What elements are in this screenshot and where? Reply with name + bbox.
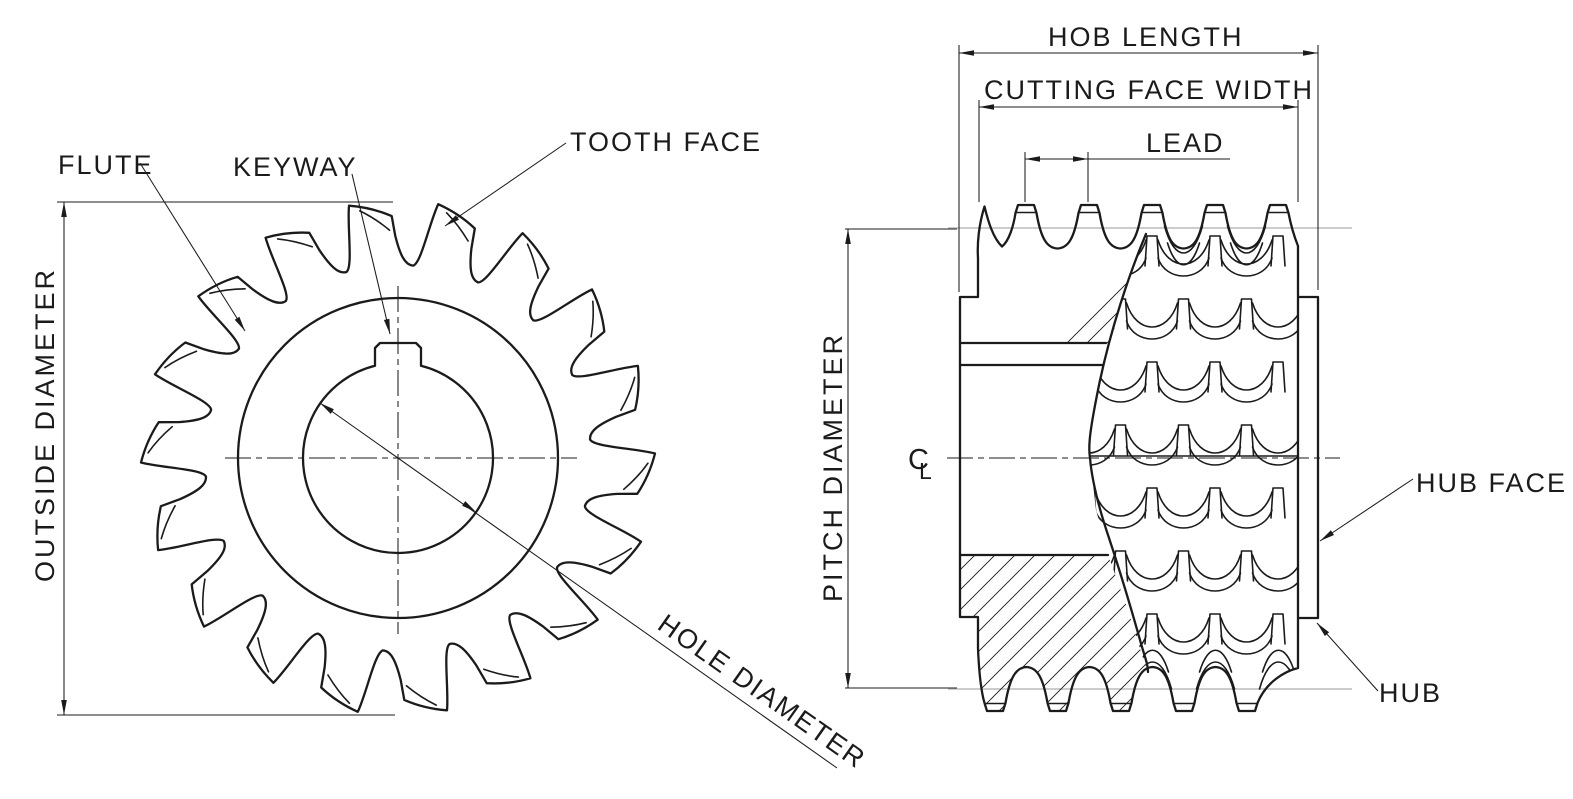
festoon-posts <box>1090 235 1298 645</box>
keyway-leader <box>351 173 391 335</box>
cutting-face-width-dimension <box>978 100 1299 202</box>
pitch-arrow-bottom <box>845 673 851 688</box>
bore-and-keyway <box>301 341 495 555</box>
hub-leader <box>1316 622 1379 692</box>
tooth-face-arrow <box>445 215 459 226</box>
flute-leader <box>139 162 246 332</box>
helical-teeth-pattern <box>1090 225 1298 690</box>
pitch-diameter-label: PITCH DIAMETER <box>818 332 848 602</box>
cfw-arrow-left <box>979 104 994 110</box>
front-view-arrowheads <box>61 202 476 715</box>
gear-outline <box>139 203 657 713</box>
centerline-symbol-l: L <box>919 458 932 484</box>
side-view-arrowheads <box>845 50 1334 688</box>
hob-length-dimension <box>958 45 1319 292</box>
hole-diameter-arrow-upper <box>320 403 334 414</box>
section-boundary-curve <box>1088 232 1150 674</box>
hub-arrow <box>1317 623 1330 636</box>
hub-face-label: HUB FACE <box>1416 468 1567 498</box>
tooth-face-label: TOOTH FACE <box>570 127 762 157</box>
pitch-diameter-dimension <box>845 228 957 689</box>
lead-arrow-left <box>1025 156 1040 162</box>
hole-diameter-line <box>319 402 838 769</box>
outside-diameter-label: OUTSIDE DIAMETER <box>30 267 60 582</box>
hob-body-outline <box>958 203 1300 713</box>
keyway-arrow <box>383 318 390 334</box>
tooth-facet-lines <box>147 210 649 706</box>
centerline-symbol-c: C <box>908 444 929 476</box>
keyway-label: KEYWAY <box>233 152 358 182</box>
festoon-clip <box>1090 225 1298 690</box>
tip-facet-lines <box>984 211 1289 705</box>
od-arrow-top <box>61 202 67 217</box>
outside-diameter-dimension <box>57 201 395 716</box>
cutting-face-width-label: CUTTING FACE WIDTH <box>984 75 1314 105</box>
hub-face-leader <box>1319 478 1414 542</box>
flute-label: FLUTE <box>58 150 154 180</box>
hob-length-label: HOB LENGTH <box>1048 22 1244 52</box>
lead-dimension <box>1024 152 1230 202</box>
tooth-face-leader <box>444 142 567 227</box>
lead-arrow-right <box>1073 156 1088 162</box>
flute-arrow <box>234 316 245 331</box>
hob-length-arrow-left <box>959 50 974 56</box>
hole-diameter-label: HOLE DIAMETER <box>653 608 872 774</box>
lead-label: LEAD <box>1146 128 1225 158</box>
hub-face-arrow <box>1320 530 1334 541</box>
tooth-tip-facets <box>984 211 1289 705</box>
front-view: FLUTE KEYWAY TOOTH FACE OUTSIDE DIAMETER… <box>30 127 872 775</box>
hob-length-arrow-right <box>1303 50 1318 56</box>
od-arrow-bottom <box>61 700 67 715</box>
pitch-arrow-top <box>845 229 851 244</box>
hole-diameter-arrow-lower <box>462 501 476 512</box>
cfw-arrow-right <box>1283 104 1298 110</box>
hub-label: HUB <box>1379 678 1442 708</box>
side-view: HOB LENGTH CUTTING FACE WIDTH LEAD PITCH… <box>818 22 1567 713</box>
tooth-land-facets <box>147 210 649 706</box>
